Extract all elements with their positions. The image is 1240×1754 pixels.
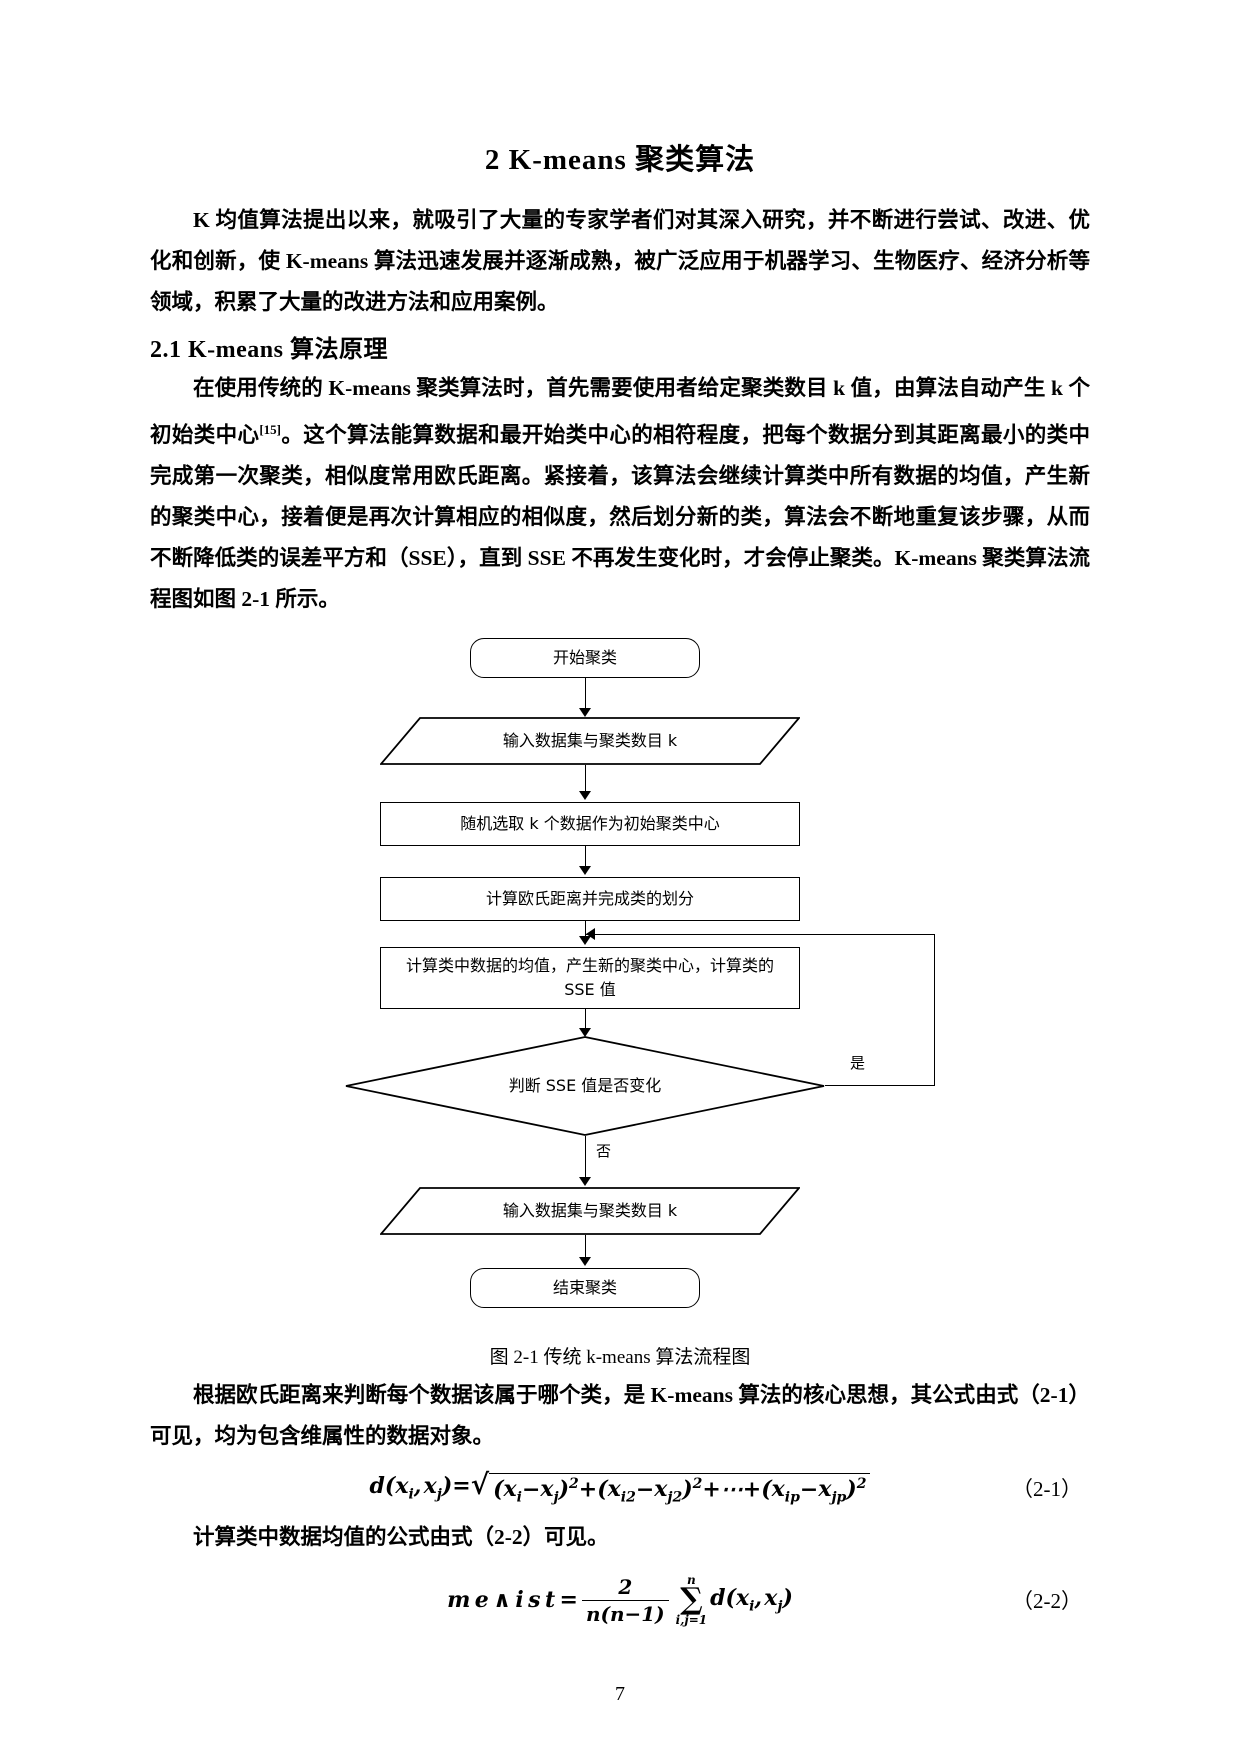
flow-node-end: 结束聚类 bbox=[470, 1268, 700, 1309]
page-title: 2 K-means 聚类算法 bbox=[484, 144, 756, 176]
flow-edge-yes-horizontal-return bbox=[586, 934, 935, 936]
flow-arrow-5 bbox=[579, 1028, 591, 1038]
flow-arrow-7 bbox=[579, 1257, 591, 1267]
flow-node-select-centers: 随机选取 k 个数据作为初始聚类中心 bbox=[380, 802, 800, 847]
flow-node-output-bottom-label: 输入数据集与聚类数目 k bbox=[502, 1201, 678, 1221]
flow-edge-distance-to-mean bbox=[585, 921, 586, 942]
parallelogram-shape-top bbox=[380, 717, 800, 766]
flow-arrow-2 bbox=[579, 791, 591, 801]
flow-edge-no-vertical bbox=[585, 1136, 586, 1183]
flow-edge-output-to-end bbox=[585, 1235, 586, 1262]
intro-paragraph: K 均值算法提出以来，就吸引了大量的专家学者们对其深入研究，并不断进行尝试、改进… bbox=[150, 208, 1090, 314]
flow-edge-mean-to-decision bbox=[585, 1009, 586, 1034]
formula-2-1-radical: √ (xi−xj)2+(xi2−xj2)2+⋯+(xip−xjp)2 bbox=[471, 1470, 871, 1506]
formula-2-1-lhs: d(xi, xj)= bbox=[369, 1473, 471, 1503]
flow-node-compute-distance: 计算欧氏距离并完成类的划分 bbox=[380, 877, 800, 922]
flow-node-select-centers-label: 随机选取 k 个数据作为初始聚类中心 bbox=[460, 814, 720, 834]
formula-row-2: m e ∧ i s t = 2 n(n−1) n ∑ i,j=1 d(xi, x… bbox=[150, 1562, 1090, 1638]
flow-node-output-bottom: 输入数据集与聚类数目 k bbox=[380, 1187, 800, 1236]
flow-arrow-6 bbox=[579, 1177, 591, 1187]
flow-arrow-1 bbox=[579, 708, 591, 718]
diamond-shape bbox=[345, 1036, 825, 1137]
flow-edge-select-to-distance bbox=[585, 846, 586, 873]
flow-node-decision-label: 判断 SSE 值是否变化 bbox=[508, 1076, 662, 1096]
formula-2-1: d(xi, xj)= √ (xi−xj)2+(xi2−xj2)2+⋯+(xip−… bbox=[369, 1470, 871, 1506]
flow-arrow-4 bbox=[579, 936, 591, 946]
flow-node-input-top-label: 输入数据集与聚类数目 k bbox=[502, 731, 678, 751]
flow-edge-label-no: 否 bbox=[596, 1142, 612, 1161]
flow-node-end-label: 结束聚类 bbox=[552, 1278, 617, 1298]
flow-node-start: 开始聚类 bbox=[470, 638, 700, 679]
after-figure-paragraph-2: 计算类中数据均值的公式由式（2-2）可见。 bbox=[193, 1525, 609, 1550]
figure-caption: 图 2-1 传统 k-means 算法流程图 bbox=[489, 1347, 751, 1369]
after-figure-paragraph: 根据欧氏距离来判断每个数据该属于哪个类，是 K-means 算法的核心思想，其公… bbox=[150, 1383, 1090, 1449]
reference-marker: [15] bbox=[259, 422, 281, 437]
flow-edge-yes-horizontal-top bbox=[825, 1085, 935, 1087]
flow-arrow-3 bbox=[579, 866, 591, 876]
formula-row-1: d(xi, xj)= √ (xi−xj)2+(xi2−xj2)2+⋯+(xip−… bbox=[150, 1461, 1090, 1515]
flow-node-decision: 判断 SSE 值是否变化 bbox=[345, 1036, 825, 1137]
flow-node-compute-mean-label: 计算类中数据的均值，产生新的聚类中心，计算类的 SSE 值 bbox=[405, 956, 774, 1000]
formula-2-2-number: （2-2） bbox=[1012, 1589, 1082, 1614]
section-paragraph: 在使用传统的 K-means 聚类算法时，首先需要使用者给定聚类数目 k 值，由… bbox=[150, 368, 1090, 620]
formula-2-1-number: （2-1） bbox=[1012, 1477, 1082, 1502]
flow-node-input-top: 输入数据集与聚类数目 k bbox=[380, 717, 800, 766]
formula-2-2-lhs: m e ∧ i s t = bbox=[447, 1587, 578, 1614]
flow-node-compute-distance-label: 计算欧氏距离并完成类的划分 bbox=[485, 889, 694, 909]
formula-2-2-fraction: 2 n(n−1) bbox=[581, 1575, 669, 1626]
flowchart-figure: 开始聚类 输入数据集与聚类数目 k 随机选取 k 个数据作为初始聚类中心 计算欧… bbox=[150, 632, 1090, 1309]
section-paragraph-part1: 在使用传统的 K-means 聚类算法时，首先需要使用者给定聚类数目 k 值，由… bbox=[150, 376, 1090, 448]
formula-2-2-summation: n ∑ i,j=1 bbox=[675, 1572, 708, 1627]
flow-edge-yes-vertical bbox=[934, 934, 935, 1087]
page-number: 7 bbox=[615, 1683, 625, 1705]
flow-node-start-label: 开始聚类 bbox=[552, 648, 617, 668]
parallelogram-shape-bottom bbox=[380, 1187, 800, 1236]
flow-edge-input-to-select bbox=[585, 765, 586, 796]
formula-2-2-body: d(xi, xj) bbox=[710, 1585, 793, 1615]
flow-edge-label-yes: 是 bbox=[850, 1054, 866, 1073]
flow-node-compute-mean: 计算类中数据的均值，产生新的聚类中心，计算类的 SSE 值 bbox=[380, 947, 800, 1010]
formula-2-2: m e ∧ i s t = 2 n(n−1) n ∑ i,j=1 d(xi, x… bbox=[447, 1572, 793, 1627]
flow-edge-start-to-input bbox=[585, 678, 586, 713]
section-paragraph-part2: 。这个算法能算数据和最开始类中心的相符程度，把每个数据分到其距离最小的类中完成第… bbox=[150, 423, 1090, 612]
section-heading: 2.1 K-means 算法原理 bbox=[150, 337, 388, 363]
flow-arrow-yes bbox=[586, 928, 595, 941]
